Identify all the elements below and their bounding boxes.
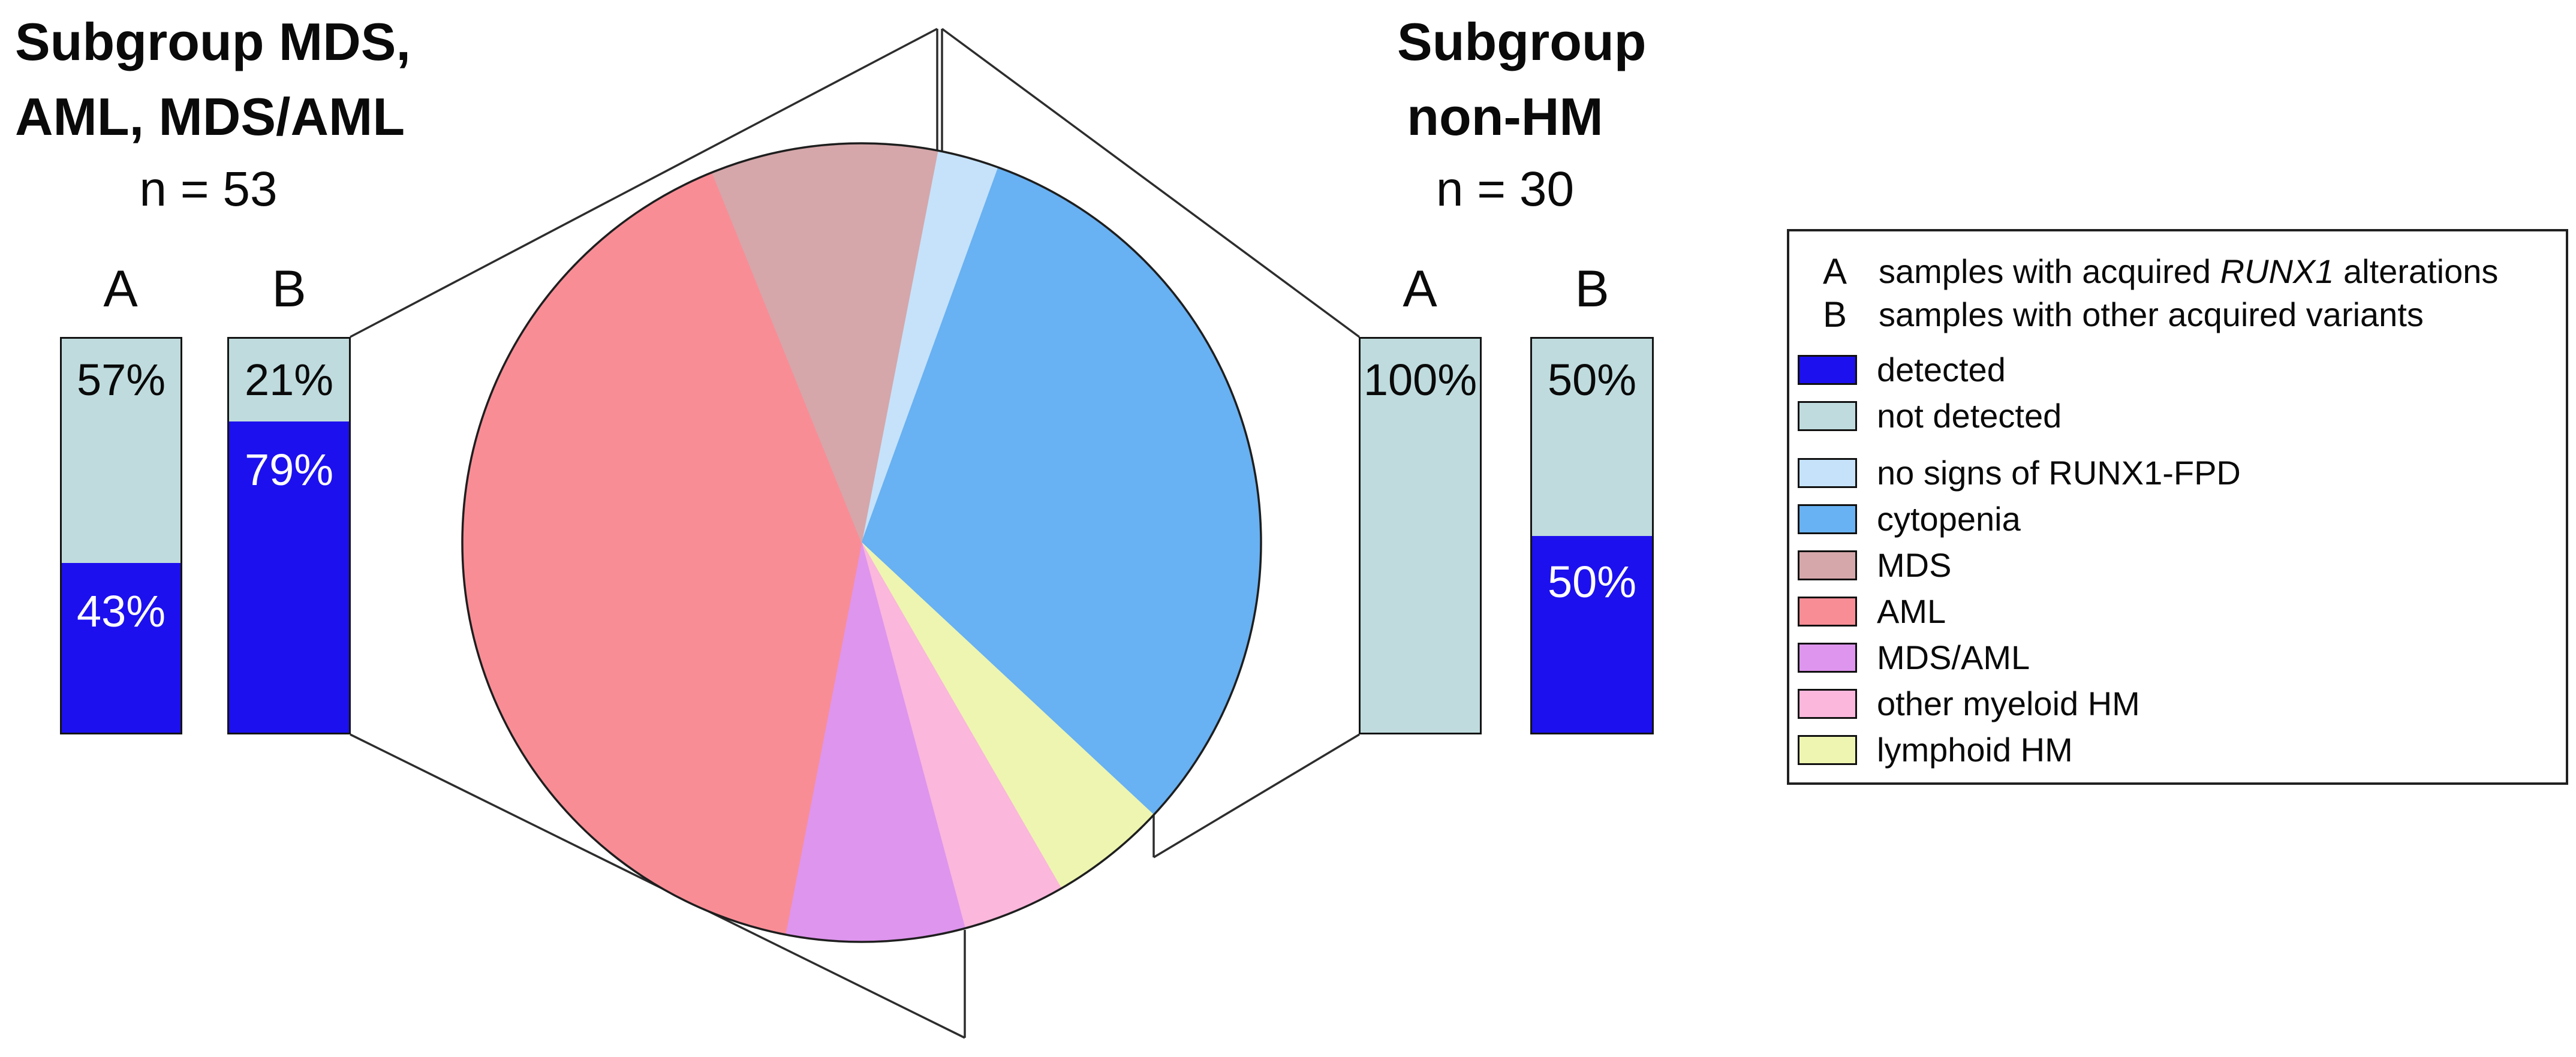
left-subgroup-title-line1: Subgroup MDS, xyxy=(15,12,411,71)
legend-row-lymphoid: lymphoid HM xyxy=(1789,727,2566,773)
not-detected-label: not detected xyxy=(1877,397,2062,435)
bar-left-A-not-detected-value: 57% xyxy=(76,355,166,405)
no-signs-label: no signs of RUNX1-FPD xyxy=(1877,454,2241,492)
lymphoid-swatch xyxy=(1798,734,1857,765)
bar-left-A-not-detected-segment: 57% xyxy=(62,339,180,564)
detected-swatch xyxy=(1798,354,1857,385)
left-subgroup-title-line2: AML, MDS/AML xyxy=(15,86,405,146)
detected-label: detected xyxy=(1877,351,2006,389)
left-subgroup-title: Subgroup MDS, AML, MDS/AML n = 53 xyxy=(15,5,411,224)
stacked-bar-right-B: 50% 50% xyxy=(1530,337,1654,734)
bar-right-B-not-detected-value: 50% xyxy=(1547,355,1637,405)
legend-row-no-signs: no signs of RUNX1-FPD xyxy=(1789,450,2566,496)
cytopenia-swatch xyxy=(1798,504,1857,534)
legend-row-mds: MDS xyxy=(1789,542,2566,588)
not-detected-swatch xyxy=(1798,400,1857,431)
bar-right-A-not-detected-value: 100% xyxy=(1363,355,1477,405)
stacked-bar-right-A: 100% xyxy=(1359,337,1482,734)
no-signs-swatch xyxy=(1798,457,1857,488)
legend-letter-A: A xyxy=(1823,251,1847,291)
bar-label-right-B: B xyxy=(1575,260,1609,318)
legend-text-B: samples with other acquired variants xyxy=(1879,295,2424,334)
bar-left-B-detected-value: 79% xyxy=(244,444,334,495)
right-subgroup-title: Subgroup non-HM n = 30 xyxy=(1397,5,1647,224)
mds-swatch xyxy=(1798,550,1857,580)
bar-left-B-detected-segment: 79% xyxy=(229,421,349,733)
bar-label-right-A: A xyxy=(1403,260,1437,318)
bar-right-B-detected-segment: 50% xyxy=(1532,535,1652,733)
mds-aml-swatch xyxy=(1798,642,1857,673)
stacked-bar-left-B: 21% 79% xyxy=(227,337,351,734)
legend-row-mds-aml: MDS/AML xyxy=(1789,634,2566,680)
left-subgroup-n-label: n = 53 xyxy=(139,161,278,216)
right-subgroup-title-line1: Subgroup xyxy=(1397,12,1647,71)
legend-text-A-gene: RUNX1 xyxy=(2220,252,2334,290)
bar-left-B-not-detected-value: 21% xyxy=(244,355,334,405)
cytopenia-label: cytopenia xyxy=(1877,500,2021,538)
bar-left-A-detected-segment: 43% xyxy=(62,563,180,733)
bar-right-B-not-detected-segment: 50% xyxy=(1532,339,1652,536)
bar-left-B-not-detected-segment: 21% xyxy=(229,339,349,421)
legend-row-not-detected: not detected xyxy=(1789,393,2566,439)
legend-text-B-pre: samples with other acquired variants xyxy=(1879,295,2424,333)
legend-row-other-myeloid: other myeloid HM xyxy=(1789,680,2566,727)
other-myeloid-label: other myeloid HM xyxy=(1877,685,2140,722)
legend-letter-B: B xyxy=(1823,294,1847,335)
mds-label: MDS xyxy=(1877,546,1952,584)
right-subgroup-title-line2: non-HM xyxy=(1407,86,1603,146)
bar-left-A-detected-value: 43% xyxy=(76,586,166,637)
legend-row-B: B samples with other acquired variants xyxy=(1789,293,2566,336)
aml-swatch xyxy=(1798,596,1857,627)
stacked-bar-left-A: 57% 43% xyxy=(60,337,182,734)
legend-text-A: samples with acquired RUNX1 alterations xyxy=(1879,252,2498,291)
aml-label: AML xyxy=(1877,592,1946,630)
mds-aml-label: MDS/AML xyxy=(1877,639,2030,676)
bar-label-left-B: B xyxy=(272,260,306,318)
legend-row-cytopenia: cytopenia xyxy=(1789,496,2566,542)
legend-row-detected: detected xyxy=(1789,347,2566,393)
legend-text-A-post: alterations xyxy=(2334,252,2499,290)
bar-label-left-A: A xyxy=(103,260,138,318)
other-myeloid-swatch xyxy=(1798,688,1857,719)
legend: A samples with acquired RUNX1 alteration… xyxy=(1787,229,2568,785)
right-subgroup-n-label: n = 30 xyxy=(1436,161,1575,216)
legend-row-aml: AML xyxy=(1789,588,2566,634)
lymphoid-label: lymphoid HM xyxy=(1877,731,2073,769)
bar-right-A-not-detected-segment: 100% xyxy=(1361,339,1480,733)
legend-text-A-pre: samples with acquired xyxy=(1879,252,2220,290)
bar-right-B-detected-value: 50% xyxy=(1547,556,1637,607)
legend-row-A: A samples with acquired RUNX1 alteration… xyxy=(1789,249,2566,293)
